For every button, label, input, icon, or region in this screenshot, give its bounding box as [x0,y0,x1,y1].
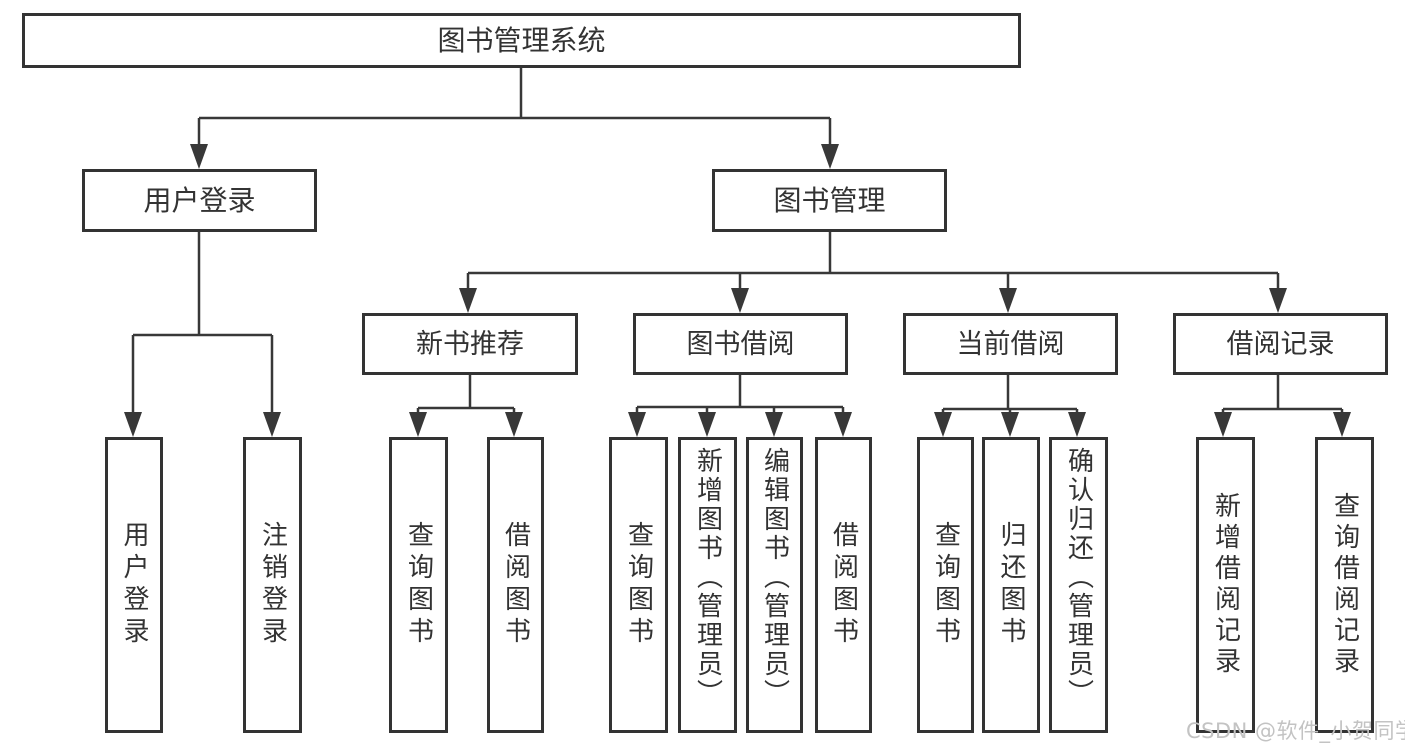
node-user-login: 用户登录 [82,169,317,232]
leaf-query-borrow-record: 查询借阅记录 [1315,437,1374,733]
node-current-borrow: 当前借阅 [903,313,1118,375]
leaf-logout: 注销登录 [243,437,302,733]
node-library-management-system: 图书管理系统 [22,13,1021,68]
leaf-query-books-current: 查询图书 [917,437,974,733]
leaf-query-books-recommend: 查询图书 [389,437,448,733]
leaf-add-books-admin: 新增图书（管理员） [678,437,737,733]
node-borrow-records: 借阅记录 [1173,313,1388,375]
leaf-borrow-books-recommend: 借阅图书 [487,437,544,733]
node-book-management: 图书管理 [712,169,947,232]
node-book-borrow: 图书借阅 [633,313,848,375]
leaf-user-login: 用户登录 [105,437,163,733]
leaf-edit-books-admin: 编辑图书（管理员） [746,437,803,733]
leaf-borrow-books: 借阅图书 [815,437,872,733]
leaf-return-books: 归还图书 [982,437,1040,733]
watermark: CSDN @软件_小贺同学 [1186,719,1405,743]
leaf-query-books-borrow: 查询图书 [609,437,668,733]
arrowhead-icons [124,144,1351,437]
node-new-book-recommend: 新书推荐 [362,313,578,375]
leaf-confirm-return-admin: 确认归还（管理员） [1049,437,1108,733]
leaf-add-borrow-record: 新增借阅记录 [1196,437,1255,733]
